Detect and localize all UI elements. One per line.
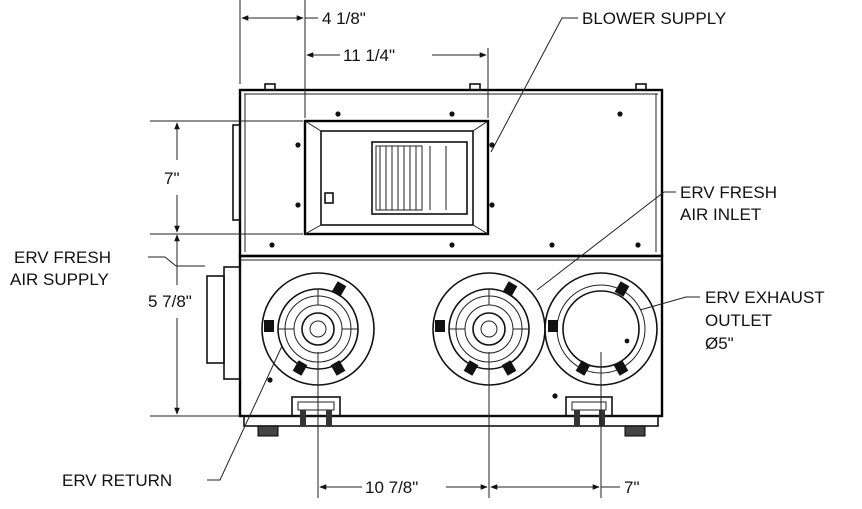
dim-left-height: 7" (164, 169, 180, 188)
callout-erv-exhaust-line1: ERV EXHAUST (705, 288, 825, 307)
callout-blower-supply: BLOWER SUPPLY (582, 9, 726, 28)
callout-leaders (148, 17, 700, 481)
dim-top-width: 11 1/4" (343, 46, 395, 65)
callout-erv-fresh-supply-line1: ERV FRESH (14, 248, 111, 267)
dim-bottom-right: 7" (624, 478, 640, 497)
dim-left-lower: 5 7/8" (148, 292, 192, 311)
cabinet-body (232, 83, 664, 437)
callout-erv-return: ERV RETURN (62, 471, 172, 490)
erv-fresh-air-supply-collar (206, 266, 241, 380)
dim-top-offset: 4 1/8" (322, 9, 366, 28)
callout-erv-exhaust-line3: Ø5" (705, 334, 734, 353)
callout-erv-fresh-supply-line2: AIR SUPPLY (10, 270, 109, 289)
callout-erv-exhaust-line2: OUTLET (705, 311, 772, 330)
bottom-brackets (291, 396, 613, 426)
callout-erv-fresh-inlet-line2: AIR INLET (680, 205, 761, 224)
blower-supply-opening (303, 119, 490, 236)
callout-erv-fresh-inlet-line1: ERV FRESH (680, 183, 777, 202)
dim-bottom-left: 10 7/8" (365, 478, 418, 497)
dimension-lines (150, 0, 620, 498)
